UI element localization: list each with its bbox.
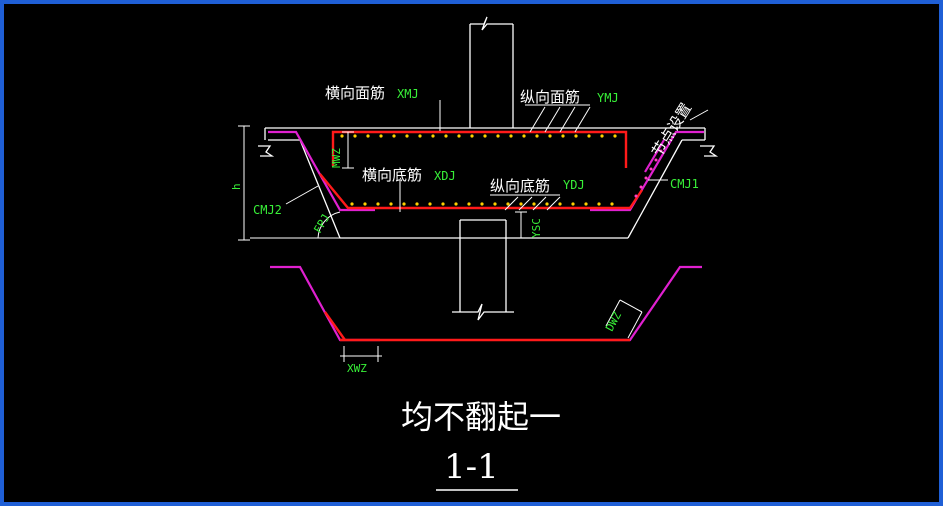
top-rebar-dot: [496, 134, 500, 138]
bottom-rebar-dot: [454, 202, 458, 206]
top-rebar-dot: [444, 134, 448, 138]
bottom-rebar-dot: [376, 202, 380, 206]
top-rebar-dots: [340, 134, 617, 138]
top-rebar-dot: [379, 134, 383, 138]
top-rebar-dot: [431, 134, 435, 138]
rebar-detail-lower: [270, 265, 702, 342]
label-transverse-bottom: 横向底筋: [362, 166, 422, 184]
bottom-rebar-dot: [506, 202, 510, 206]
bottom-rebar-dot: [402, 202, 406, 206]
bottom-rebar-dot: [480, 202, 484, 206]
dim-dwz: [605, 299, 643, 339]
side-rebar-dot: [654, 158, 658, 162]
bottom-rebar-dot: [467, 202, 471, 206]
top-rebar-dot: [353, 134, 357, 138]
code-ymj: YMJ: [597, 91, 619, 105]
bottom-rebar-dot: [363, 202, 367, 206]
top-rebar-dot: [561, 134, 565, 138]
dim-xwz: [340, 346, 382, 362]
code-xdj: XDJ: [434, 169, 456, 183]
bottom-rebar-dot: [597, 202, 601, 206]
top-rebar-dot: [392, 134, 396, 138]
bottom-rebar-dot: [545, 202, 549, 206]
side-rebar-dot: [639, 185, 643, 189]
side-rebar-dot: [649, 167, 653, 171]
label-mwz: MWZ: [330, 148, 343, 168]
label-transverse-top: 横向面筋: [325, 84, 385, 102]
bottom-rebar-dot: [350, 202, 354, 206]
top-rebar-dot: [366, 134, 370, 138]
top-rebar-dot: [509, 134, 513, 138]
code-xmj: XMJ: [397, 87, 419, 101]
label-fpj: FPJ: [311, 212, 332, 236]
bottom-rebar-dot: [584, 202, 588, 206]
label-longitudinal-top: 纵向面筋: [520, 88, 580, 106]
bottom-rebar-dot: [571, 202, 575, 206]
top-rebar-dot: [574, 134, 578, 138]
bottom-rebar-dot: [493, 202, 497, 206]
angle-fpj-arc: [317, 211, 341, 239]
dim-ysc: [515, 211, 527, 239]
bottom-rebar-dot: [441, 202, 445, 206]
side-rebar-dots: [634, 149, 663, 198]
dim-mwz: [342, 131, 354, 169]
side-rebar-dot: [644, 176, 648, 180]
leader-lines: [285, 100, 709, 212]
side-rebar-dot: [634, 194, 638, 198]
bottom-rebar-dot: [428, 202, 432, 206]
top-rebar-dot: [613, 134, 617, 138]
label-xwz: XWZ: [347, 362, 367, 375]
bottom-rebar-dot: [558, 202, 562, 206]
top-rebar-dot: [600, 134, 604, 138]
bottom-rebar-dots: [350, 202, 614, 206]
label-dwz: DWZ: [603, 309, 624, 333]
top-rebar-dot: [418, 134, 422, 138]
bottom-rebar-dot: [519, 202, 523, 206]
caption-title: 均不翻起一: [401, 398, 561, 436]
side-rebar-dot: [659, 149, 663, 153]
top-rebar-dot: [470, 134, 474, 138]
concrete-outline: [258, 16, 719, 321]
label-h: h: [230, 183, 243, 190]
top-rebar-dot: [457, 134, 461, 138]
side-rebar-upper: [268, 130, 704, 212]
bottom-rebar-dot: [389, 202, 393, 206]
top-rebar-dot: [405, 134, 409, 138]
label-ysc: YSC: [530, 218, 543, 238]
section-mark: 1-1: [444, 447, 499, 487]
top-rebar-dot: [483, 134, 487, 138]
top-rebar-dot: [522, 134, 526, 138]
bottom-rebar-dot: [532, 202, 536, 206]
label-longitudinal-bottom: 纵向底筋: [490, 177, 550, 195]
bottom-rebar-dot: [415, 202, 419, 206]
label-cmj1: CMJ1: [670, 177, 699, 191]
code-ydj: YDJ: [563, 178, 585, 192]
bottom-rebar-dot: [610, 202, 614, 206]
main-rebar-upper: [319, 130, 643, 210]
top-rebar-dot: [340, 134, 344, 138]
top-rebar-dot: [587, 134, 591, 138]
label-cmj2: CMJ2: [253, 203, 282, 217]
top-rebar-dot: [548, 134, 552, 138]
label-node-setting: 节点设置: [648, 100, 695, 160]
top-rebar-dot: [535, 134, 539, 138]
